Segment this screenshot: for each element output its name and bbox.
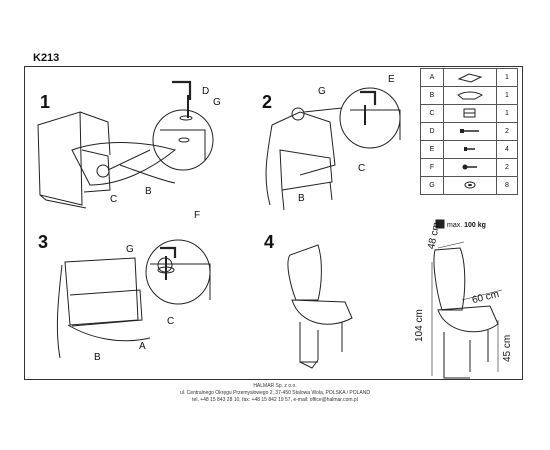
bolt-round-icon [443, 158, 497, 177]
footer-contact: tel. +48 15 843 28 10, fax: +48 15 842 1… [192, 397, 358, 403]
step1-drawing [37, 80, 214, 209]
label-step2-g: G [318, 86, 326, 97]
label-step1-c: C [110, 194, 118, 205]
seat-icon [443, 68, 497, 87]
step-number-4: 4 [264, 232, 275, 252]
max-weight: max. 100 kg [447, 222, 486, 229]
label-step1-b: B [145, 186, 152, 197]
step-number-2: 2 [262, 92, 273, 112]
label-step3-c: C [167, 316, 175, 327]
label-step1-g: G [213, 97, 221, 108]
frame-icon [443, 104, 497, 123]
part-qty: 1 [496, 86, 518, 105]
part-qty: 1 [496, 68, 518, 87]
step4-drawing [287, 244, 353, 369]
part-qty: 4 [496, 140, 518, 159]
bolt-long-icon [443, 122, 497, 141]
label-step2-b: B [298, 193, 305, 204]
dimension-seat-height: 45 cm [502, 334, 513, 362]
part-key: F [420, 158, 444, 177]
label-step1-d: D [202, 86, 210, 97]
footer-address: ul. Centralnego Okręgu Przemysłowego 2, … [179, 390, 370, 396]
label-step2-e: E [388, 74, 395, 85]
step2-drawing [265, 87, 401, 211]
weight-icon [435, 219, 445, 229]
step-number-1: 1 [40, 92, 51, 112]
label-step3-f: F [194, 210, 201, 221]
max-weight-prefix: max. [447, 222, 463, 229]
part-qty: 1 [496, 104, 518, 123]
part-key: G [420, 176, 444, 195]
part-key: E [420, 140, 444, 159]
bolt-short-icon [443, 140, 497, 159]
label-step3-b: B [94, 352, 101, 363]
part-key: C [420, 104, 444, 123]
max-weight-value: 100 kg [464, 222, 486, 229]
instruction-frame [24, 66, 523, 380]
part-key: D [420, 122, 444, 141]
part-qty: 2 [496, 122, 518, 141]
part-key: A [420, 68, 444, 87]
dimension-chair-drawing [431, 241, 503, 379]
label-step2-c: C [358, 163, 366, 174]
part-qty: 2 [496, 158, 518, 177]
step-number-3: 3 [38, 232, 49, 252]
washer-icon [443, 176, 497, 195]
part-qty: 8 [496, 176, 518, 195]
footer-company: HALMAR Sp. z o.o. [253, 383, 297, 389]
model-code: K213 [33, 52, 60, 64]
backrest-icon [443, 86, 497, 105]
step3-drawing [56, 239, 211, 359]
dimension-height: 104 cm [414, 309, 425, 342]
part-key: B [420, 86, 444, 105]
label-step3-g: G [126, 244, 134, 255]
label-step3-a: A [139, 341, 146, 352]
